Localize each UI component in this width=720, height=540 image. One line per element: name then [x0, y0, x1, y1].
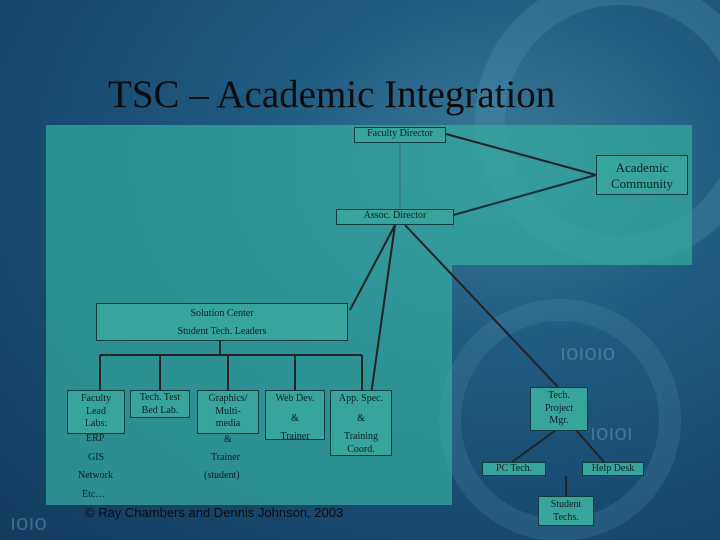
web-dev-box: Web Dev. & Trainer: [265, 390, 325, 442]
graphics-multimedia-box: Graphics/ Multi- media: [197, 390, 259, 434]
page-title: TSC – Academic Integration: [108, 73, 556, 116]
help-desk-label: Help Desk: [591, 463, 635, 474]
faculty-region-top: [46, 125, 692, 265]
faculty-lead-labs-box: Faculty Lead Labs:: [67, 390, 125, 434]
web-dev-amp: &: [291, 412, 299, 424]
academic-community-box: Academic Community: [596, 155, 688, 195]
graphics-trainer: Trainer: [211, 452, 241, 463]
graphics-multimedia-line-1: Graphics/: [208, 393, 248, 404]
app-spec-label: App. Spec.: [338, 393, 384, 404]
academic-community-line-1: Academic: [615, 160, 669, 175]
web-dev-trainer: Trainer: [280, 431, 310, 442]
student-techs-line-1: Student: [550, 499, 582, 510]
assoc-director-label: Assoc. Director: [363, 210, 427, 221]
lab-etc: Etc…: [82, 489, 106, 500]
graphics-student: (student): [204, 470, 240, 481]
tech-test-bed-lab-line-1: Tech. Test: [139, 392, 181, 403]
app-spec-amp: &: [357, 412, 365, 424]
tech-project-mgr-line-2: Project: [544, 402, 574, 414]
student-techs-box: Student Techs.: [538, 496, 594, 526]
lab-erp: ERP: [86, 433, 105, 444]
graphics-multimedia-line-3: media: [215, 418, 241, 429]
tech-project-mgr-line-1: Tech.: [548, 390, 570, 401]
faculty-director-label: Faculty Director: [367, 128, 433, 139]
app-training-line-2: Coord.: [347, 443, 375, 455]
app-training-line-1: Training: [343, 431, 379, 442]
help-desk-box: Help Desk: [582, 462, 644, 476]
graphics-multimedia-line-2: Multi-: [215, 405, 241, 417]
graphics-amp: &: [224, 434, 232, 445]
web-dev-label: Web Dev.: [275, 393, 315, 404]
pc-tech-box: PC Tech.: [482, 462, 546, 476]
faculty-lead-labs-line-1: Faculty: [81, 393, 111, 404]
copyright-notice: © Ray Chambers and Dennis Johnson, 2003: [85, 505, 344, 520]
assoc-director-box: Assoc. Director: [336, 209, 454, 225]
faculty-lead-labs-line-2: Lead: [86, 405, 106, 417]
tech-test-bed-lab-box: Tech. Test Bed Lab.: [130, 390, 190, 418]
app-spec-box: App. Spec. & Training Coord.: [330, 390, 392, 456]
pc-tech-label: PC Tech.: [495, 463, 533, 474]
solution-center-box: Solution Center Student Tech. Leaders: [96, 303, 348, 341]
tech-project-mgr-box: Tech. Project Mgr.: [530, 387, 588, 431]
academic-community-line-2: Community: [610, 176, 674, 192]
lab-network: Network: [78, 470, 113, 481]
faculty-lead-labs-line-3: Labs:: [84, 418, 108, 429]
solution-center-label: Solution Center: [190, 308, 254, 319]
lab-gis: GIS: [88, 452, 105, 463]
student-techs-line-2: Techs.: [553, 511, 579, 523]
faculty-director-box: Faculty Director: [354, 127, 446, 143]
tech-project-mgr-line-3: Mgr.: [549, 415, 569, 426]
tech-test-bed-lab-line-2: Bed Lab.: [141, 404, 179, 416]
student-tech-leaders-label: Student Tech. Leaders: [177, 325, 267, 337]
